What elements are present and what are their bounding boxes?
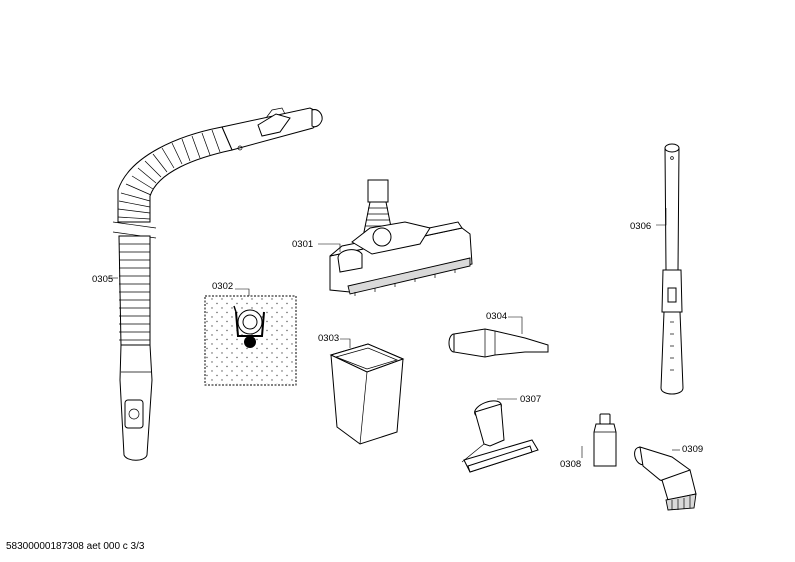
label-0306: 0306 <box>630 221 651 232</box>
label-0305: 0305 <box>92 274 113 285</box>
label-0303: 0303 <box>318 333 339 344</box>
crevice-nozzle-part <box>448 316 549 358</box>
document-footer: 58300000187308 aet 000 c 3/3 <box>6 541 145 552</box>
label-0309: 0309 <box>682 444 703 455</box>
label-0304: 0304 <box>486 311 507 322</box>
floor-nozzle-part <box>318 179 473 296</box>
container-part <box>329 338 405 445</box>
label-0308: 0308 <box>560 459 581 470</box>
label-0301: 0301 <box>292 239 313 250</box>
bottle-part <box>581 413 617 467</box>
brush-nozzle-part <box>634 446 697 511</box>
label-0307: 0307 <box>520 394 541 405</box>
suction-hose-part <box>109 107 323 461</box>
exploded-parts-diagram: 0305 0301 0302 <box>92 107 703 511</box>
dust-bag-part <box>204 288 297 386</box>
upholstery-nozzle-part <box>461 398 539 473</box>
telescopic-tube-part <box>656 143 684 395</box>
label-0302: 0302 <box>212 281 233 292</box>
